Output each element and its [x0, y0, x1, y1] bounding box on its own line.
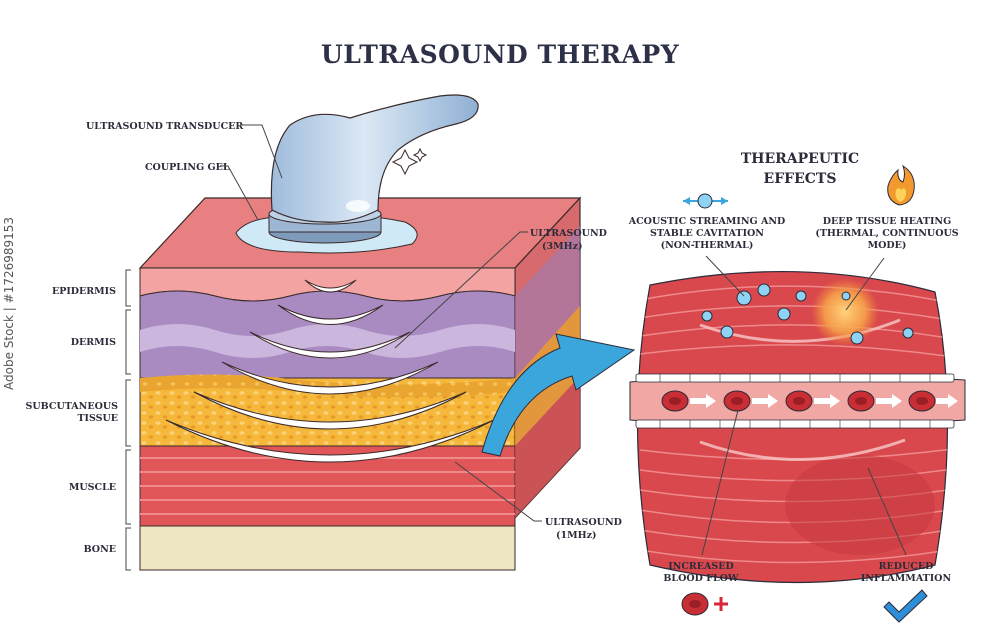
layer-brackets: [125, 269, 131, 571]
flow-arrows: [690, 394, 958, 408]
leader-heating: [845, 257, 885, 311]
acoustic-streaming-icon: [683, 193, 728, 209]
leader-3mhz: [394, 231, 528, 349]
cavitation-bubbles: [701, 283, 914, 345]
label-epidermis: EPIDERMIS: [52, 286, 116, 297]
label-transducer: ULTRASOUND TRANSDUCER: [86, 121, 243, 132]
vessel-wall-bottom: [635, 419, 955, 429]
label-ultrasound-3mhz-1: ULTRASOUND: [530, 228, 607, 239]
ultrasound-waves: [165, 279, 495, 463]
blood-cell-plus-icon: [681, 592, 728, 616]
label-ultrasound-3mhz-2: (3MHz): [542, 241, 583, 252]
blood-vessel: [629, 373, 966, 429]
leader-acoustic: [705, 255, 745, 297]
label-acoustic-1: ACOUSTIC STREAMING AND: [628, 216, 786, 227]
inflammation-zone: [785, 455, 935, 555]
transducer-highlight: [346, 200, 370, 212]
dermis-band: [140, 324, 515, 358]
label-blood-1: INCREASED: [668, 561, 734, 572]
label-heating-3: MODE): [868, 240, 907, 251]
transducer-body: [270, 94, 479, 223]
leader-inflammation: [867, 467, 907, 556]
label-blood-2: BLOOD FLOW: [663, 573, 739, 584]
label-subcutaneous-2: TISSUE: [77, 413, 118, 424]
label-subcutaneous-1: SUBCUTANEOUS: [26, 401, 119, 412]
red-blood-cell-centers: [669, 397, 928, 405]
vessel-wall-top: [635, 373, 955, 383]
fat-top-band: [140, 374, 515, 397]
label-heating-2: (THERMAL, CONTINUOUS: [815, 228, 958, 239]
leader-gel: [220, 165, 259, 221]
label-ultrasound-1mhz-1: ULTRASOUND: [545, 517, 622, 528]
heat-spot: [811, 278, 879, 346]
label-muscle: MUSCLE: [69, 482, 116, 493]
leader-transducer: [240, 124, 283, 179]
label-bone: BONE: [84, 544, 116, 555]
label-coupling-gel: COUPLING GEL: [145, 162, 230, 173]
effects-heading-1: THERAPEUTIC: [741, 151, 859, 167]
label-inflam-1: REDUCED: [879, 561, 934, 572]
ultrasound-transducer: [235, 94, 479, 254]
effects-heading-2: EFFECTS: [764, 171, 837, 187]
label-acoustic-2: STABLE CAVITATION: [650, 228, 764, 239]
vessel-segments: [659, 374, 931, 428]
label-ultrasound-1mhz-2: (1MHz): [556, 530, 597, 541]
leader-1mhz: [454, 461, 542, 522]
leader-blood: [701, 409, 739, 556]
label-acoustic-3: (NON-THERMAL): [661, 240, 754, 251]
flame-icon: [887, 164, 915, 206]
side-dermis: [515, 226, 580, 378]
bone-layer: [139, 525, 516, 571]
label-heating-1: DEEP TISSUE HEATING: [823, 216, 951, 227]
curved-arrow-icon: [481, 333, 636, 457]
checkmark-icon: [883, 589, 928, 623]
label-inflam-2: INFLAMMATION: [861, 573, 952, 584]
diagram-title: ULTRASOUND THERAPY: [321, 40, 680, 69]
side-muscle: [515, 376, 580, 518]
label-dermis: DERMIS: [71, 337, 116, 348]
sparkle-icon: [391, 147, 428, 176]
